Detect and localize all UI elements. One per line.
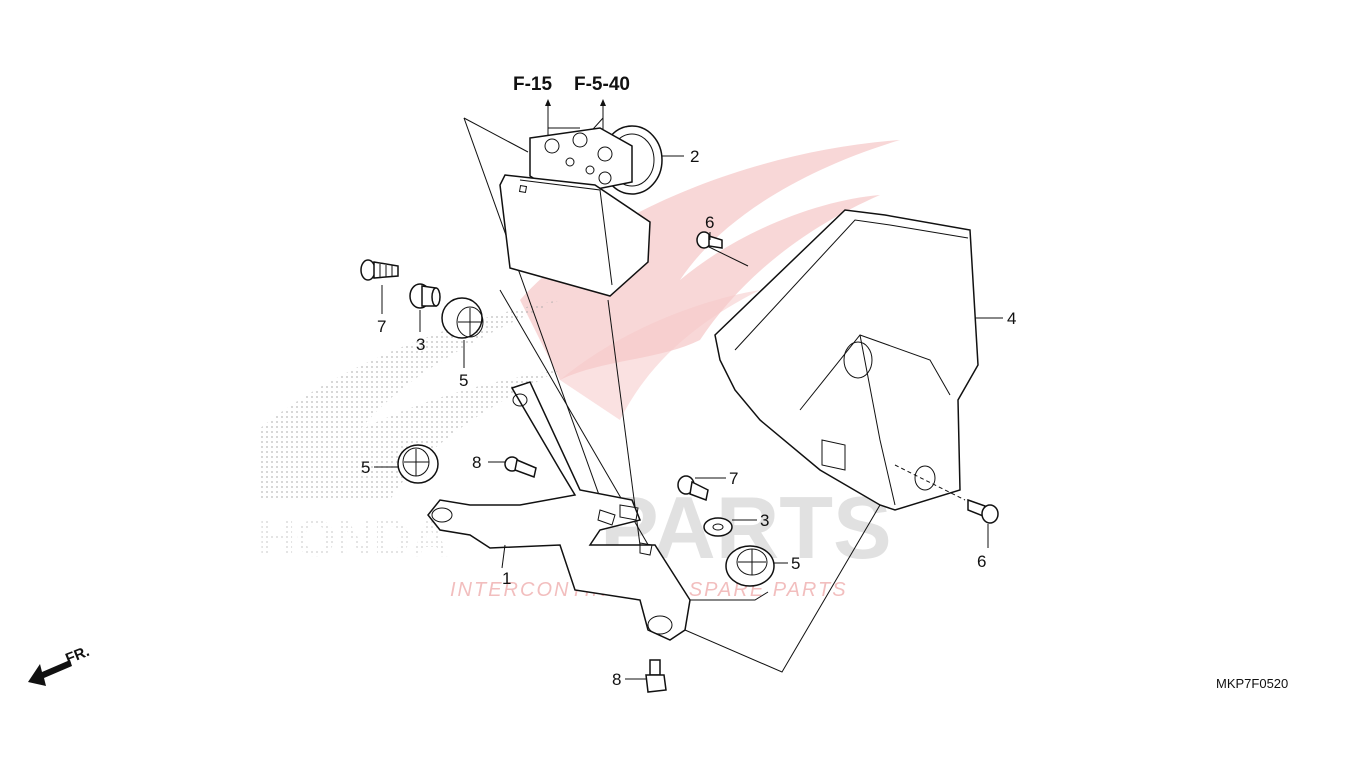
diagram-code: MKP7F0520 xyxy=(1216,676,1288,691)
arrow-left-icon xyxy=(28,660,72,686)
reference-f540: F-5-40 xyxy=(574,74,630,95)
callout-8-bolt-mid: 8 xyxy=(472,453,481,472)
callout-7-bolt-left: 7 xyxy=(377,317,386,336)
grommet-right xyxy=(725,545,775,587)
bolt-left xyxy=(360,259,399,281)
callout-3-collar-left: 3 xyxy=(416,335,425,354)
honda-wing-lower xyxy=(560,290,760,420)
screw-right xyxy=(967,498,999,524)
callout-4-cover: 4 xyxy=(1007,309,1016,328)
bolt-mid xyxy=(504,456,537,479)
callout-1-bracket: 1 xyxy=(502,569,511,588)
abs-modulator xyxy=(499,125,663,297)
callout-5-grommet-left: 5 xyxy=(361,458,370,477)
watermark-brand: HONDA xyxy=(258,510,449,568)
direction-label: FR. xyxy=(63,643,92,668)
callout-7-bolt-right: 7 xyxy=(729,469,738,488)
callout-2-modulator: 2 xyxy=(690,147,699,166)
collar-left xyxy=(409,283,441,309)
honda-dotted-wing xyxy=(258,300,560,500)
callout-5-grommet-right: 5 xyxy=(791,554,800,573)
reference-arrows xyxy=(545,99,606,139)
grommet-left xyxy=(397,444,439,484)
grommet-top xyxy=(441,297,484,339)
bolt-right xyxy=(677,475,709,502)
callout-6-screw-top: 6 xyxy=(705,213,714,232)
callout-leaders xyxy=(374,155,1003,680)
abs-cover xyxy=(714,209,979,511)
screw-top xyxy=(696,231,723,249)
collar-right xyxy=(703,517,733,537)
abs-bracket xyxy=(427,381,691,641)
front-direction-arrow: FR. xyxy=(28,643,92,686)
callout-5-grommet-top: 5 xyxy=(459,371,468,390)
callout-6-screw-right: 6 xyxy=(977,552,986,571)
callout-3-collar-right: 3 xyxy=(760,511,769,530)
reference-f15: F-15 xyxy=(513,74,553,95)
bolt-bottom xyxy=(645,659,667,693)
honda-wing-logo xyxy=(520,140,900,380)
callout-8-bolt-bottom: 8 xyxy=(612,670,621,689)
